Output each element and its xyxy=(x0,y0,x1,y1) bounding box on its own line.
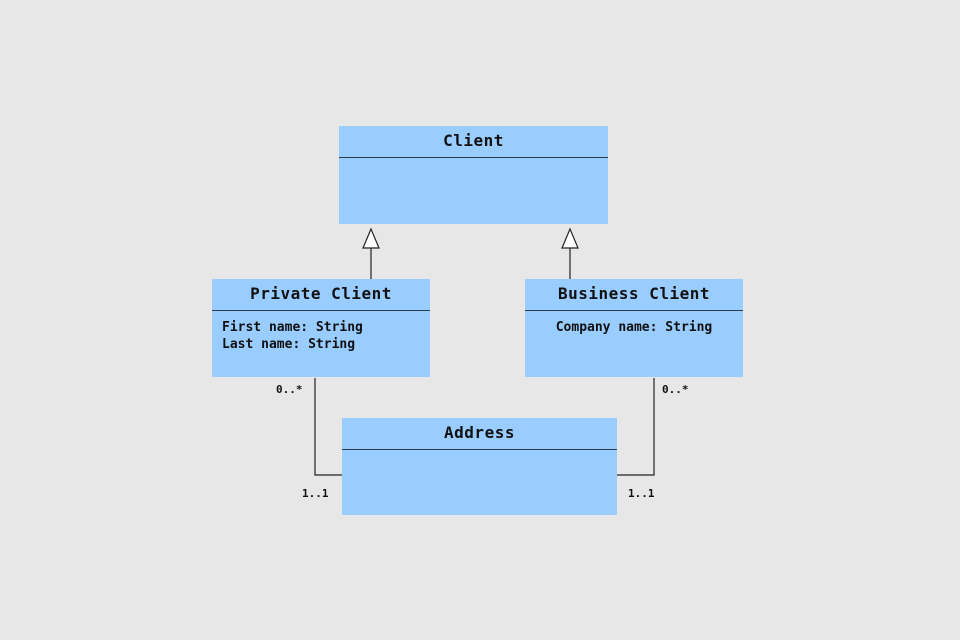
class-address[interactable]: Address xyxy=(342,418,617,515)
multiplicity-business-client-end: 0..* xyxy=(662,383,689,396)
class-private-client-attributes: First name: String Last name: String xyxy=(212,311,430,361)
class-business-client[interactable]: Business Client Company name: String xyxy=(525,279,743,377)
association-line-business-address xyxy=(617,378,655,476)
generalization-arrowhead-business xyxy=(561,227,579,249)
generalization-arrowhead-private xyxy=(362,227,380,249)
class-client-name: Client xyxy=(339,126,608,158)
class-client-attributes xyxy=(339,158,608,174)
class-private-client-name: Private Client xyxy=(212,279,430,311)
multiplicity-private-address-end: 1..1 xyxy=(302,487,329,500)
attribute-first-name: First name: String xyxy=(222,320,363,335)
class-private-client[interactable]: Private Client First name: String Last n… xyxy=(212,279,430,377)
class-address-name: Address xyxy=(342,418,617,450)
multiplicity-business-address-end: 1..1 xyxy=(628,487,655,500)
multiplicity-private-client-end: 0..* xyxy=(276,383,303,396)
class-address-attributes xyxy=(342,450,617,466)
association-line-private-address xyxy=(314,378,342,476)
class-business-client-name: Business Client xyxy=(525,279,743,311)
attribute-company-name: Company name: String xyxy=(555,320,713,335)
class-client[interactable]: Client xyxy=(339,126,608,224)
class-business-client-attributes: Company name: String xyxy=(525,311,743,344)
attribute-last-name: Last name: String xyxy=(222,337,356,352)
